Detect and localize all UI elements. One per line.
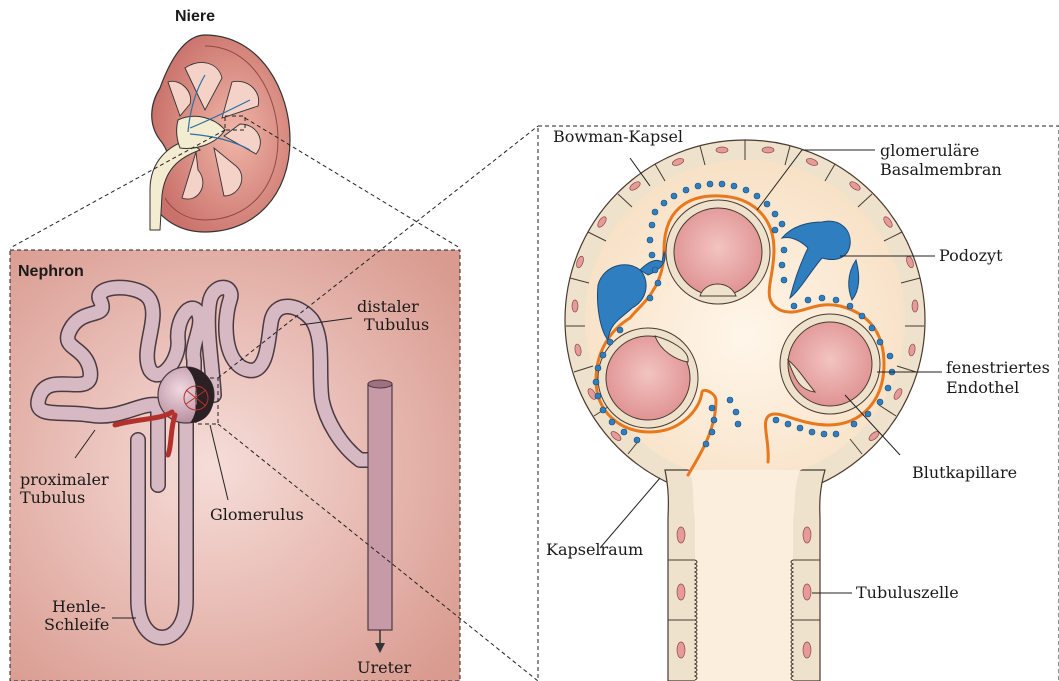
label-glomerulus: Glomerulus [210,505,304,524]
label-distal-2: Tubulus [364,315,429,334]
label-henle-2: Schleife [44,615,109,634]
label-bowman: Bowman-Kapsel [553,127,683,146]
collecting-duct [368,384,392,630]
label-proximal-1: proximaler [20,470,109,489]
nephron-title: Nephron [18,263,84,280]
collecting-duct-top [368,380,392,388]
label-gbm-2: Basalmembran [880,160,1002,179]
label-distal-1: distaler [357,297,419,316]
label-tubule-cell: Tubuluszelle [856,583,959,602]
capillary-right [780,314,880,414]
label-endothel-1: fenestriertes [946,358,1050,377]
label-capillary: Blutkapillare [912,463,1017,482]
nephron-panel: Nephron distaler Tubulus proximaler Tubu… [10,250,460,681]
glomerulus-detail-panel: Bowman-Kapsel glomeruläre Basalmembran P… [538,126,1059,681]
label-endothel-2: Endothel [946,378,1019,397]
kidney-illustration: Niere [150,8,290,232]
label-podocyte: Podozyt [939,246,1003,265]
label-henle-1: Henle- [52,597,106,616]
label-gbm-1: glomeruläre [880,141,979,160]
label-capsule-space: Kapselraum [546,540,643,559]
kidney-title: Niere [175,8,215,25]
leader-capsule-space [600,478,660,548]
capillary-top [666,200,770,304]
label-proximal-2: Tubulus [20,488,85,507]
tubule-lumen [690,470,800,681]
label-ureter: Ureter [357,658,412,677]
